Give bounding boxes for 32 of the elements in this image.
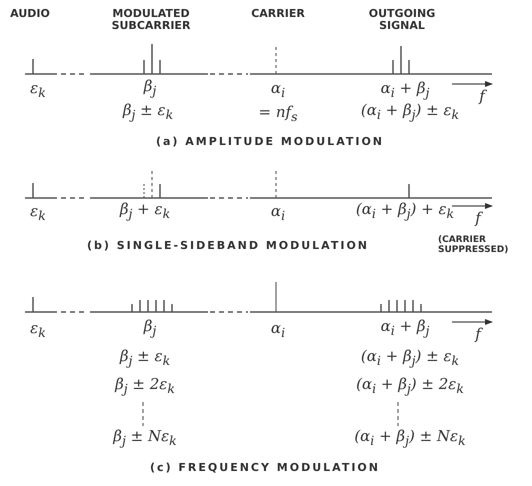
frequency-label: (α$_{i}$ + β$_{j}$) ± ε$_{k}$: [360, 102, 460, 122]
frequency-label: (α$_{i}$ + β$_{j}$) ± Nε$_{k}$: [354, 428, 466, 448]
caption: (CARRIER SUPPRESSED): [438, 236, 510, 256]
frequency-label: α$_{i}$ + β$_{j}$: [380, 318, 430, 338]
frequency-label: = nf$_{s}$: [258, 104, 298, 124]
frequency-label: ε$_{k}$: [30, 80, 46, 100]
caption: (a) AMPLITUDE MODULATION: [156, 136, 384, 148]
axis-label: f: [479, 88, 485, 104]
frequency-label: α$_{i}$ + β$_{j}$: [380, 80, 430, 100]
signal-label: OUTGOING SIGNAL: [368, 8, 436, 32]
frequency-label: β$_{j}$ ± ε$_{k}$: [120, 348, 170, 368]
frequency-label: (α$_{i}$ + β$_{j}$) ± ε$_{k}$: [360, 348, 460, 368]
frequency-label: β$_{j}$ ± ε$_{k}$: [122, 102, 174, 122]
frequency-label: α$_{i}$: [270, 320, 286, 340]
signal-label: CARRIER: [251, 8, 305, 20]
frequency-label: β$_{j}$: [144, 318, 156, 338]
caption: (c) FREQUENCY MODULATION: [150, 462, 380, 474]
signal-label: AUDIO: [10, 8, 50, 20]
axis-label: f: [475, 326, 481, 342]
frequency-label: (α$_{i}$ + β$_{j}$) + ε$_{k}$: [356, 201, 454, 221]
frequency-label: β$_{j}$: [144, 78, 156, 98]
axis-label: f: [475, 210, 481, 226]
frequency-label: ε$_{k}$: [30, 320, 46, 340]
frequency-label: β$_{j}$ ± Nε$_{k}$: [113, 428, 177, 448]
frequency-label: β$_{j}$ + ε$_{k}$: [120, 201, 170, 221]
caption: (b) SINGLE-SIDEBAND MODULATION: [87, 240, 369, 252]
signal-label: MODULATED SUBCARRIER: [110, 8, 192, 32]
frequency-label: ε$_{k}$: [30, 203, 46, 223]
frequency-label: α$_{i}$: [270, 80, 286, 100]
frequency-label: β$_{j}$ ± 2ε$_{k}$: [115, 376, 175, 396]
frequency-label: (α$_{i}$ + β$_{j}$) ± 2ε$_{k}$: [356, 376, 464, 396]
frequency-label: α$_{i}$: [270, 203, 286, 223]
